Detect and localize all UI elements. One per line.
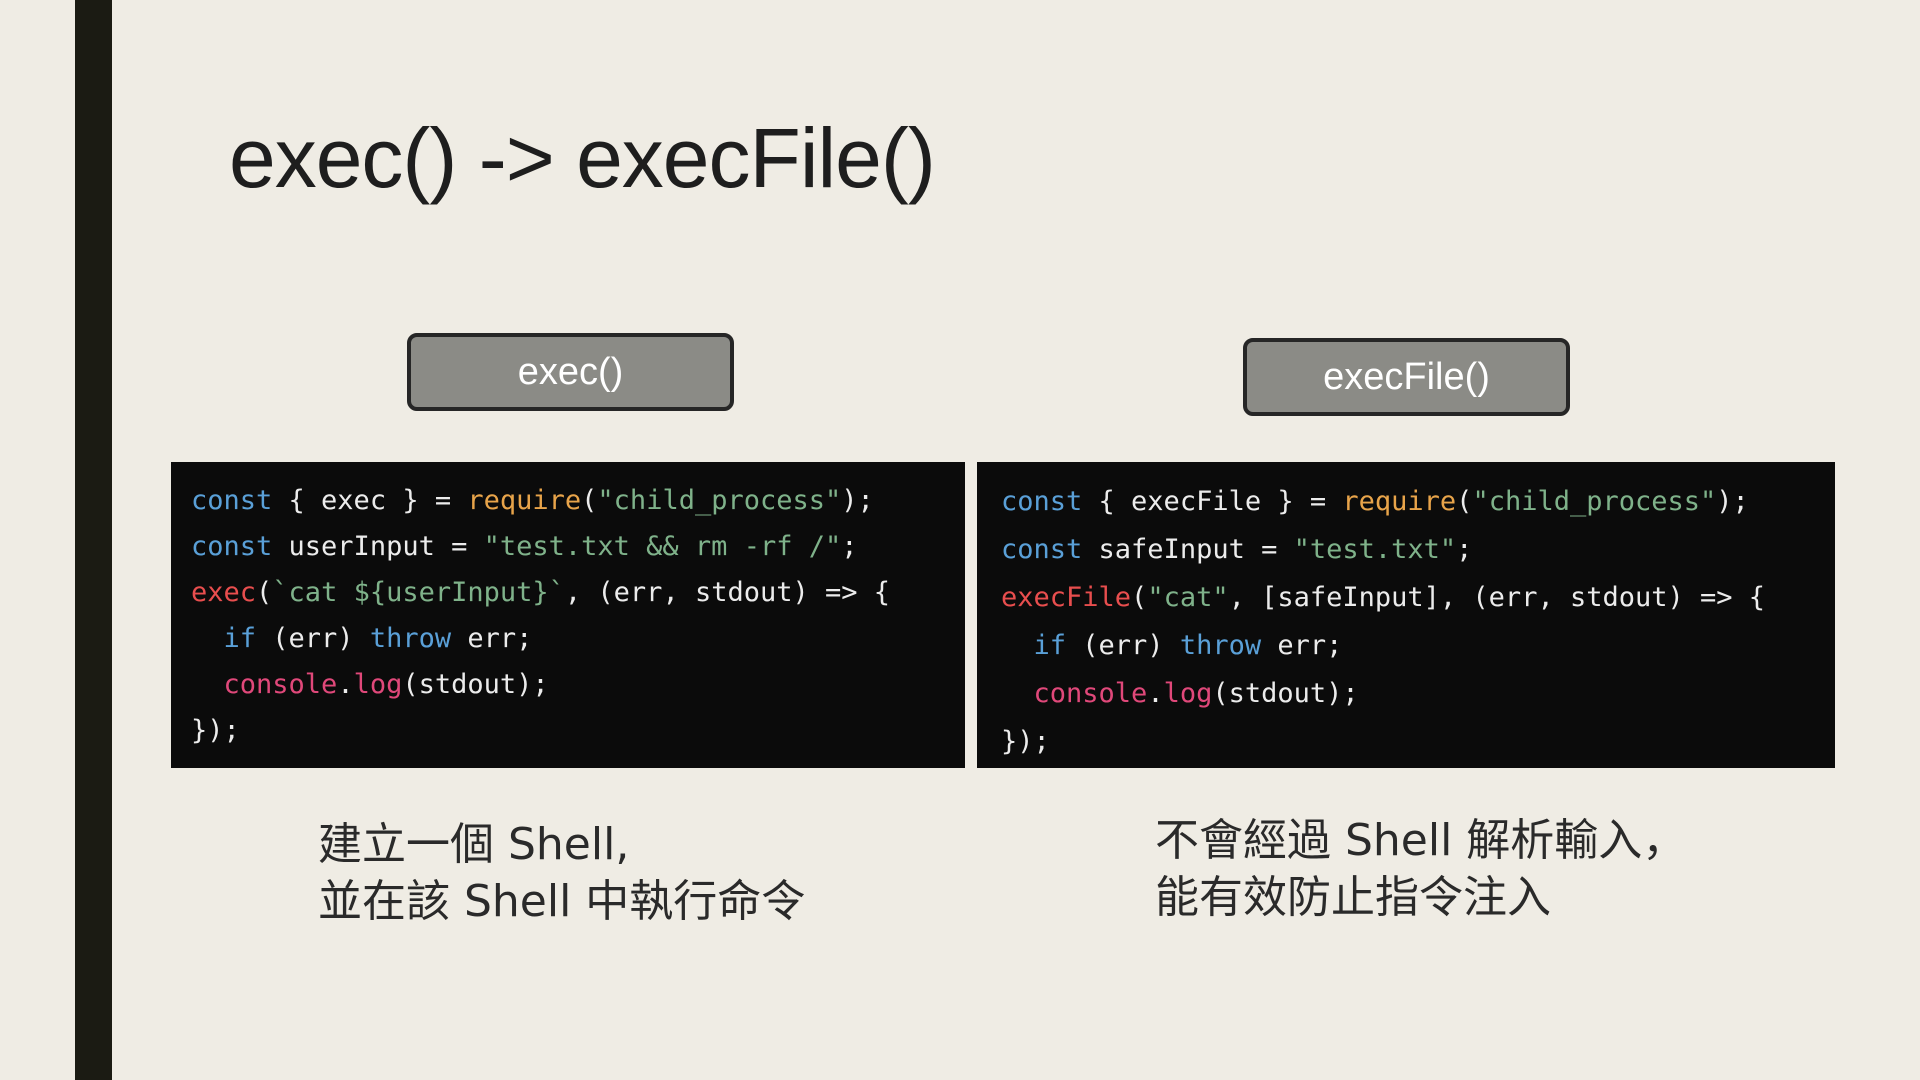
code-call: exec (191, 577, 257, 608)
code-string: "cat" (1147, 582, 1229, 613)
code-line: }); (1001, 718, 1835, 766)
code-keyword: if (1033, 630, 1067, 661)
code-line: console.log(stdout); (1001, 670, 1835, 718)
code-text: err; (1261, 630, 1343, 661)
code-function: require (467, 485, 582, 516)
left-accent-bar (75, 0, 112, 1080)
code-text: ( (1131, 582, 1148, 613)
slide-title: exec() -> execFile() (229, 111, 936, 205)
code-string: "test.txt" (1293, 534, 1457, 565)
code-line: }); (191, 708, 965, 754)
code-console: console (1033, 678, 1148, 709)
code-line: console.log(stdout); (191, 662, 965, 708)
code-keyword: throw (369, 623, 452, 654)
code-text: (err) (1066, 630, 1180, 661)
execfile-description-line-1: 不會經過 Shell 解析輸入， (1155, 815, 1687, 866)
code-indent (1001, 678, 1034, 709)
code-string: "test.txt && rm -rf /" (483, 531, 842, 562)
code-text: ; (1456, 534, 1473, 565)
code-keyword: const (1001, 534, 1083, 565)
code-text: }); (1001, 726, 1050, 757)
execfile-description: 不會經過 Shell 解析輸入， 能有效防止指令注入 (1155, 812, 1686, 926)
code-keyword: const (191, 531, 273, 562)
code-text: (err) (256, 623, 370, 654)
code-console: console (223, 669, 338, 700)
code-text: { exec } = (272, 485, 468, 516)
code-line: const { exec } = require("child_process"… (191, 478, 965, 524)
code-text: , [safeInput], (err, stdout) => { (1228, 582, 1766, 613)
code-text: (stdout); (1212, 678, 1359, 709)
code-text: . (1147, 678, 1164, 709)
code-text: { execFile } = (1082, 486, 1343, 517)
code-function: require (1342, 486, 1457, 517)
code-text: (stdout); (402, 669, 549, 700)
code-text: ); (1716, 486, 1749, 517)
code-line: exec(`cat ${userInput}`, (err, stdout) =… (191, 570, 965, 616)
code-template-string: `cat ${userInput}` (272, 577, 565, 608)
code-text: }); (191, 715, 240, 746)
code-line: if (err) throw err; (191, 616, 965, 662)
exec-label-box: exec() (407, 333, 734, 411)
code-text: ( (256, 577, 273, 608)
execfile-label-box: execFile() (1243, 338, 1570, 416)
code-text: ; (841, 531, 858, 562)
code-line: const safeInput = "test.txt"; (1001, 526, 1835, 574)
code-text: safeInput = (1082, 534, 1294, 565)
exec-code-block: const { exec } = require("child_process"… (171, 462, 965, 768)
code-text: err; (451, 623, 533, 654)
code-text: . (337, 669, 354, 700)
code-keyword: throw (1179, 630, 1262, 661)
exec-description-line-2: 並在該 Shell 中執行命令 (318, 876, 806, 927)
code-indent (191, 669, 224, 700)
code-line: if (err) throw err; (1001, 622, 1835, 670)
code-line: const { execFile } = require("child_proc… (1001, 478, 1835, 526)
execfile-description-line-2: 能有效防止指令注入 (1155, 872, 1551, 923)
code-text: , (err, stdout) => { (564, 577, 891, 608)
code-text: userInput = (272, 531, 484, 562)
code-indent (1001, 630, 1034, 661)
code-call: execFile (1001, 582, 1132, 613)
code-text: ); (841, 485, 874, 516)
exec-description-line-1: 建立一個 Shell, (318, 819, 630, 870)
code-line: const userInput = "test.txt && rm -rf /"… (191, 524, 965, 570)
exec-description: 建立一個 Shell, 並在該 Shell 中執行命令 (318, 816, 805, 930)
code-line: execFile("cat", [safeInput], (err, stdou… (1001, 574, 1835, 622)
code-function: log (353, 669, 403, 700)
code-indent (191, 623, 224, 654)
execfile-code-block: const { execFile } = require("child_proc… (977, 462, 1835, 768)
code-keyword: if (223, 623, 257, 654)
code-string: "child_process" (1472, 486, 1717, 517)
code-keyword: const (191, 485, 273, 516)
code-text: ( (581, 485, 598, 516)
code-keyword: const (1001, 486, 1083, 517)
code-string: "child_process" (597, 485, 842, 516)
code-text: ( (1456, 486, 1473, 517)
code-function: log (1163, 678, 1213, 709)
